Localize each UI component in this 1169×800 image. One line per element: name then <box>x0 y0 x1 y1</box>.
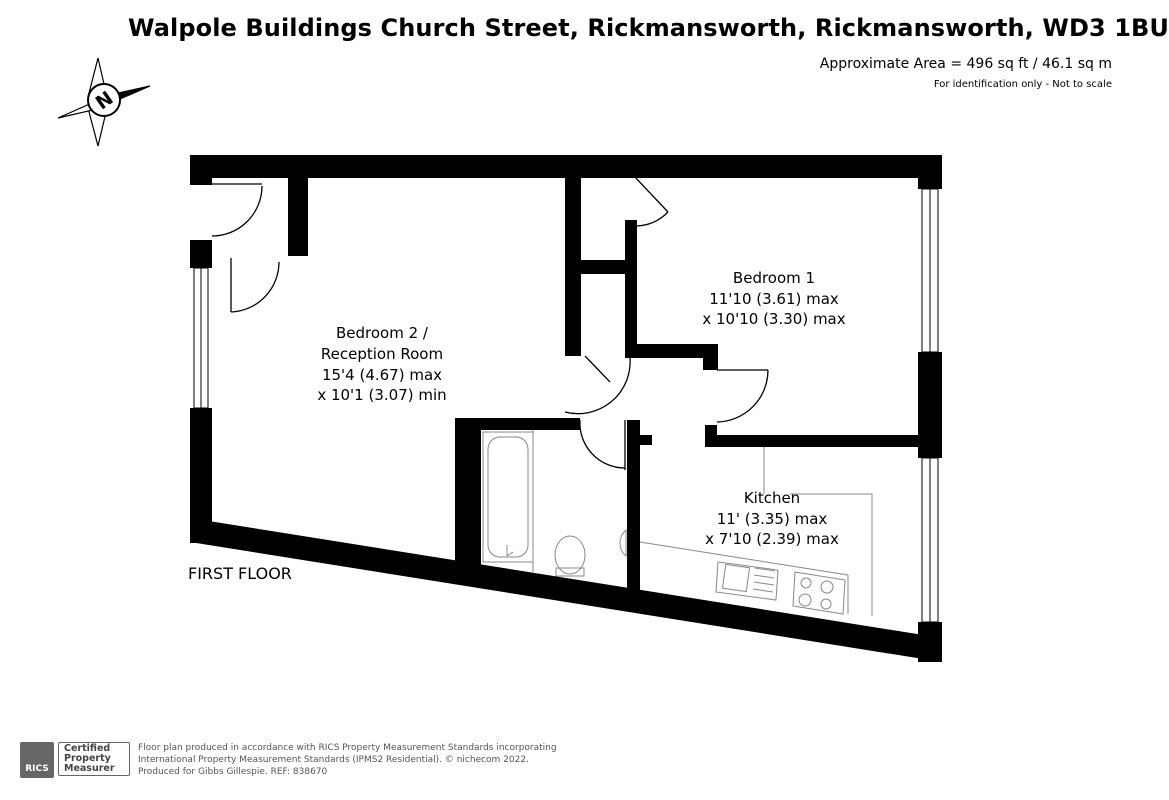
toilet <box>554 535 586 575</box>
floor-plan-diagram: N <box>57 57 942 662</box>
cert-line2: Property <box>64 753 111 764</box>
floor-label: FIRST FLOOR <box>188 564 292 583</box>
wall-bathroom-left <box>455 418 481 570</box>
wall-bedroom1-stub <box>703 344 718 370</box>
wall-right-middle <box>918 352 942 458</box>
cupboard1-door-swing <box>636 211 669 227</box>
cupboard2-door-leaf <box>584 355 611 383</box>
wall-partition-upper <box>565 178 581 356</box>
bathroom-sink <box>619 528 627 558</box>
footer-disclaimer: Floor plan produced in accordance with R… <box>138 742 557 778</box>
cert-line3: Measurer <box>64 763 115 774</box>
bedroom2-door-swing <box>230 261 280 313</box>
kitchen-counter-edge <box>639 541 849 576</box>
wall-cupboard-right <box>625 220 637 356</box>
wall-cupboard-shelf <box>575 260 635 274</box>
windows <box>193 188 939 623</box>
wall-bedroom1-lower <box>625 344 717 358</box>
kitchen-dims-max: 11' (3.35) max <box>717 510 828 528</box>
kitchen-sink <box>715 561 779 601</box>
wall-bottom-slant <box>190 518 942 662</box>
bedroom2-dims-max: 15'4 (4.67) max <box>322 366 442 384</box>
room-labels: Bedroom 2 / Reception Room 15'4 (4.67) m… <box>317 269 845 548</box>
identification-note: For identification only - Not to scale <box>933 79 1112 90</box>
cert-line1: Certified <box>64 743 111 754</box>
kitchen-dims-max2: x 7'10 (2.39) max <box>705 530 839 548</box>
bathtub <box>482 431 534 563</box>
kitchen-fixtures <box>639 447 873 616</box>
wall-left-mid <box>190 240 212 268</box>
bedroom1-door-swing <box>716 369 769 423</box>
compass-icon: N <box>57 57 151 147</box>
wall-bedroom1-kitchen <box>705 435 920 447</box>
cupboard1-door-leaf <box>633 175 669 213</box>
bathtub-basin <box>487 436 529 558</box>
bathroom-door-swing <box>579 419 626 469</box>
bedroom1-label: Bedroom 1 <box>733 269 815 287</box>
wall-entry-nib <box>288 178 308 256</box>
bedroom2-label-line1: Bedroom 2 / <box>336 324 429 342</box>
rics-logo-text: RICS <box>25 764 49 774</box>
wall-top <box>190 155 942 178</box>
bedroom1-dims-max: 11'10 (3.61) max <box>709 290 839 308</box>
wall-left-bottom <box>190 408 212 543</box>
wall-left-top <box>190 155 212 185</box>
walls <box>190 155 942 662</box>
wall-bathroom-nib <box>640 435 652 445</box>
footer-line3: Produced for Gibbs Gillespie. REF: 83867… <box>138 767 328 777</box>
wall-bathroom-right <box>627 420 640 592</box>
bedroom2-dims-min: x 10'1 (3.07) min <box>317 386 446 404</box>
footer-line1: Floor plan produced in accordance with R… <box>138 743 557 753</box>
entrance-door-swing <box>211 185 263 237</box>
wall-right-top <box>918 155 942 189</box>
doors <box>211 175 769 470</box>
kitchen-label: Kitchen <box>744 489 800 507</box>
wall-bathroom-top <box>455 418 580 430</box>
approximate-area: Approximate Area = 496 sq ft / 46.1 sq m <box>819 56 1112 72</box>
property-address-title: Walpole Buildings Church Street, Rickman… <box>128 14 1169 42</box>
bedroom1-dims-max2: x 10'10 (3.30) max <box>702 310 845 328</box>
footer-line2: International Property Measurement Stand… <box>138 755 529 765</box>
rics-logo: RICS <box>20 742 54 778</box>
bathroom-fixtures <box>482 430 627 577</box>
bedroom2-label-line2: Reception Room <box>321 345 443 363</box>
certified-property-measurer-badge: Certified Property Measurer <box>58 742 130 776</box>
kitchen-hob <box>792 571 846 615</box>
hall-door-swing <box>564 357 631 415</box>
